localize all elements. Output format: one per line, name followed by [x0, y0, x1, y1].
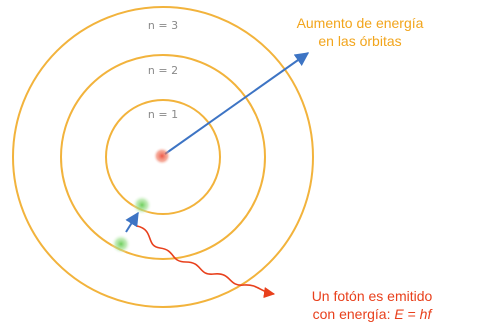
formula-eq: = — [404, 306, 420, 322]
electron-orbit-1 — [132, 195, 152, 215]
orbit-n1 — [105, 99, 221, 215]
electron-orbit-2 — [111, 234, 131, 254]
formula-E: E — [394, 306, 404, 322]
formula-hf: hf — [420, 306, 434, 322]
orbit-n2 — [60, 54, 266, 260]
orbit-n3 — [12, 6, 314, 308]
level-label-n3: n = 3 — [148, 19, 178, 32]
energy-arrow — [164, 52, 310, 155]
photon-caption-line2: con energía: E = hf — [313, 306, 434, 322]
level-label-n1: n = 1 — [148, 108, 178, 121]
transition-arrow — [125, 211, 139, 233]
energy-caption-line1: Aumento de energía — [297, 15, 424, 31]
energy-caption-line2: en las órbitas — [318, 33, 401, 49]
photon-wave — [136, 225, 276, 299]
nucleus — [153, 147, 171, 165]
photon-caption-prefix: con energía: — [313, 306, 395, 322]
photon-caption-line1: Un fotón es emitido — [312, 288, 433, 304]
level-label-n2: n = 2 — [148, 64, 178, 77]
